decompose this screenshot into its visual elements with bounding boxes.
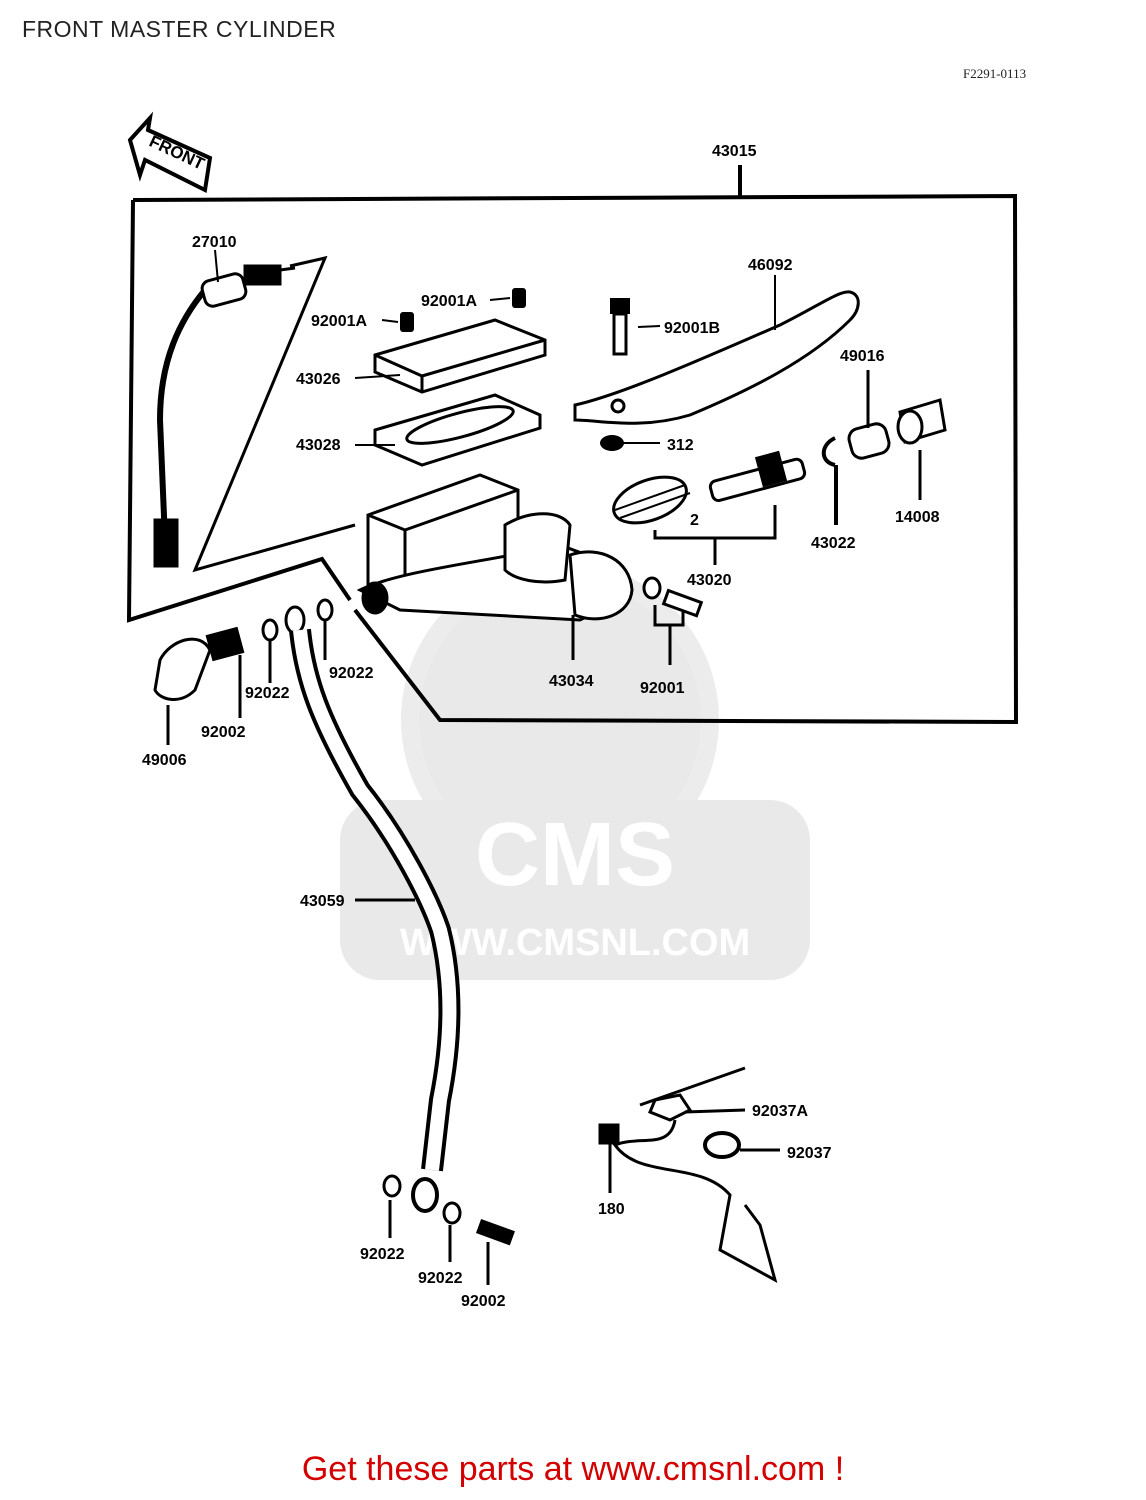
label-92001: 92001 (640, 680, 685, 697)
footer-link[interactable]: Get these parts at www.cmsnl.com ! (301, 1450, 845, 1488)
label-43020: 43020 (687, 572, 732, 589)
lever-nut (600, 435, 624, 451)
cap-screws (400, 288, 526, 332)
label-312: 312 (667, 437, 694, 454)
watermark-url: WWW.CMSNL.COM (400, 922, 750, 964)
brake-hose (289, 628, 515, 1285)
page-title: FRONT MASTER CYLINDER (22, 16, 337, 42)
circlip (821, 436, 838, 525)
label-92002-a: 92002 (201, 724, 246, 741)
label-180: 180 (598, 1201, 625, 1218)
watermark-logo: CMS (475, 805, 675, 905)
label-14008: 14008 (895, 509, 940, 526)
label-92022-c: 92022 (360, 1246, 405, 1263)
label-92037: 92037 (787, 1145, 832, 1162)
label-43028: 43028 (296, 437, 341, 454)
label-92001B: 92001B (664, 320, 720, 337)
drawing-code: F2291-0113 (963, 66, 1027, 81)
watermark: CMS WWW.CMSNL.COM (340, 561, 810, 980)
label-27010: 27010 (192, 234, 237, 251)
label-43015: 43015 (712, 143, 757, 160)
label-43034: 43034 (549, 673, 594, 690)
label-49006: 49006 (142, 752, 187, 769)
master-cylinder-body (356, 473, 634, 622)
hose-bracket (598, 1066, 780, 1284)
diaphragm (373, 393, 542, 467)
label-49016: 49016 (840, 348, 885, 365)
piston-boot (847, 370, 891, 460)
banjo-fittings-top (153, 598, 334, 745)
assembly-outline (126, 165, 1019, 725)
label-92022-a: 92022 (245, 685, 290, 702)
clamp-bolt (571, 576, 704, 665)
brake-light-switch (153, 255, 356, 573)
label-2: 2 (690, 512, 699, 529)
reservoir-cap (373, 318, 547, 394)
label-43059: 43059 (300, 893, 345, 910)
label-43022: 43022 (811, 535, 856, 552)
dust-cover (896, 398, 947, 500)
label-92001A-right: 92001A (421, 293, 477, 310)
label-92022-d: 92022 (418, 1270, 463, 1287)
front-arrow-icon: FRONT (127, 111, 213, 194)
label-92037A: 92037A (752, 1103, 808, 1120)
label-92022-b: 92022 (329, 665, 374, 682)
brake-lever (573, 290, 860, 425)
label-92001A-left: 92001A (311, 313, 367, 330)
label-46092: 46092 (748, 257, 793, 274)
parts-diagram: CMS WWW.CMSNL.COM FRONT (126, 111, 1019, 1310)
piston-kit (612, 450, 807, 565)
pivot-bolt (610, 298, 630, 356)
label-43026: 43026 (296, 371, 341, 388)
leader-lines (214, 249, 776, 901)
label-92002-b: 92002 (461, 1293, 506, 1310)
